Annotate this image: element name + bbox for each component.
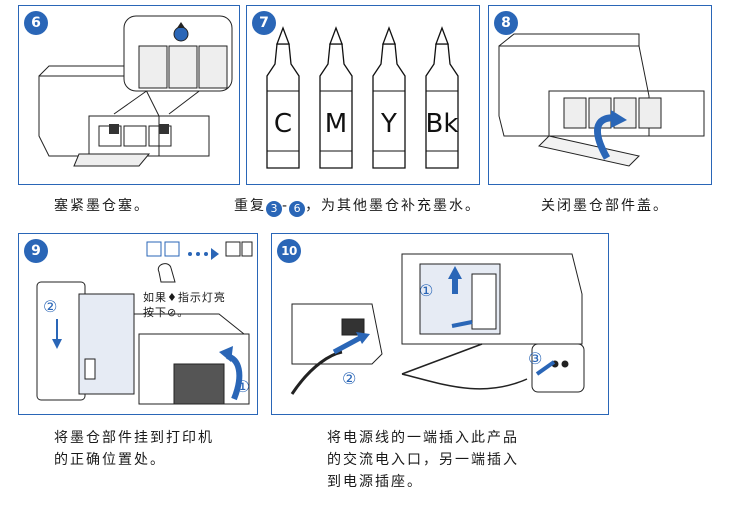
- step-9-note-line-1: 如果♦指示灯亮: [143, 291, 226, 304]
- callout-2: ②: [342, 369, 356, 388]
- callout-1: ①: [419, 281, 433, 300]
- step-9-caption-line-1: 将墨仓部件挂到打印机: [54, 430, 214, 446]
- step-ref-badge: 6: [289, 201, 306, 217]
- ink-label-c: C: [274, 109, 292, 139]
- ink-label-y: Y: [380, 109, 397, 139]
- step-6-caption: 塞紧墨仓塞。: [54, 198, 150, 214]
- step-10-panel: ① ② ③ 10: [271, 233, 609, 415]
- step-6-illustration: [38, 15, 233, 167]
- step-10-caption-line-2: 的交流电入口，另一端插入: [327, 452, 519, 468]
- step-number-badge: 8: [494, 11, 518, 35]
- step-10-illustration: ① ② ③: [290, 253, 585, 395]
- step-number-badge: 6: [24, 11, 48, 35]
- step-9-illustration: ① ②: [36, 241, 253, 405]
- ink-label-bk: Bk: [426, 109, 459, 139]
- step-6-panel: 6: [18, 5, 240, 185]
- step-7-caption-dash: -: [282, 198, 290, 214]
- callout-3: ③: [528, 349, 542, 368]
- step-8-illustration: [498, 33, 705, 167]
- step-ref-badge: 3: [266, 201, 282, 217]
- step-number-badge: 9: [24, 239, 48, 263]
- step-8-caption: 关闭墨仓部件盖。: [541, 198, 669, 214]
- step-7-caption-post: ，为其他墨仓补充墨水。: [305, 198, 482, 214]
- step-7-caption-pre: 重复: [234, 198, 266, 214]
- step-10-caption-line-1: 将电源线的一端插入此产品: [327, 430, 519, 446]
- step-number-badge: 10: [277, 239, 301, 263]
- step-9-note-line-2: 按下⊘。: [143, 306, 190, 319]
- step-7-illustration: C M Y Bk: [266, 26, 459, 169]
- step-9-caption-line-2: 的正确位置处。: [54, 452, 166, 468]
- callout-2: ②: [43, 297, 57, 316]
- step-7-panel: C M Y Bk 7: [246, 5, 480, 185]
- step-number-badge: 7: [252, 11, 276, 35]
- step-9-panel: ① ② 9 如果♦指示灯亮 按下⊘。: [18, 233, 258, 415]
- ink-label-m: M: [325, 109, 347, 139]
- step-8-panel: 8: [488, 5, 712, 185]
- step-10-caption-line-3: 到电源插座。: [327, 474, 423, 490]
- callout-1: ①: [236, 377, 250, 396]
